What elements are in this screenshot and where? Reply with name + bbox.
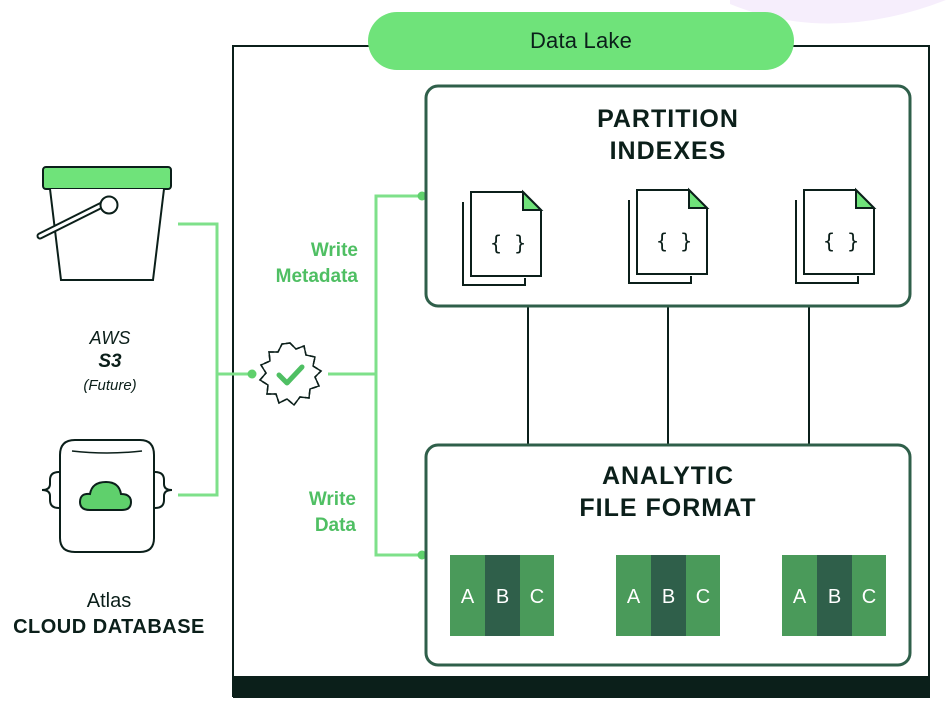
connector-lines <box>178 194 422 557</box>
source-bracket-line <box>178 222 219 497</box>
decorative-arc <box>730 0 946 24</box>
write-metadata-line2: Metadata <box>275 266 358 287</box>
write-data-line2: Data <box>314 515 356 536</box>
card-links <box>527 305 810 446</box>
data-lake-label: Data Lake <box>529 28 633 53</box>
atlas-line1: Atlas <box>86 590 132 612</box>
partition-indexes-title-line2: INDEXES <box>609 137 727 165</box>
connector-dot <box>247 369 257 379</box>
analytic-file-format-title-line2: FILE FORMAT <box>579 494 757 522</box>
atlas-label: Atlas CLOUD DATABASE <box>0 588 218 640</box>
file-block: A B C <box>616 555 720 636</box>
json-document-icon: { } <box>795 187 877 284</box>
analytic-file-format-title-line1: ANALYTIC <box>601 462 735 490</box>
file-block: A B C <box>450 555 554 636</box>
data-lake-pill: Data Lake <box>368 12 794 70</box>
column-label: B <box>662 586 675 608</box>
write-metadata-label: Write Metadata <box>230 238 358 290</box>
analytic-file-format-title: ANALYTIC FILE FORMAT <box>426 460 910 524</box>
json-document-icon: { } <box>462 189 544 286</box>
atlas-line2: CLOUD DATABASE <box>13 616 205 638</box>
cloud-database-icon <box>41 439 173 553</box>
write-data-line1: Write <box>308 489 356 510</box>
aws-s3-line2: S3 <box>98 351 122 372</box>
file-block: A B C <box>782 555 886 636</box>
partition-indexes-title-line1: PARTITION <box>597 105 739 133</box>
write-metadata-line1: Write <box>310 240 358 261</box>
column-label: A <box>793 586 807 608</box>
write-data-label: Write Data <box>260 487 356 539</box>
column-label: C <box>696 586 710 608</box>
check-badge-icon <box>258 342 323 407</box>
svg-text:{ }: { } <box>490 231 526 255</box>
svg-text:{ }: { } <box>823 229 859 253</box>
column-label: A <box>461 586 475 608</box>
json-document-icon: { } <box>628 187 710 284</box>
data-lake-base-bar <box>233 676 930 698</box>
aws-s3-line1: AWS <box>89 328 131 348</box>
aws-s3-label: AWS S3 (Future) <box>40 326 180 398</box>
bucket-icon <box>36 166 172 281</box>
aws-s3-line3: (Future) <box>83 377 137 394</box>
connector-dot <box>417 191 427 201</box>
column-label: B <box>496 586 509 608</box>
svg-text:{ }: { } <box>656 229 692 253</box>
column-label: C <box>862 586 876 608</box>
branch-line <box>374 194 422 557</box>
connector-dot <box>417 550 427 560</box>
partition-indexes-title: PARTITION INDEXES <box>426 103 910 167</box>
column-label: B <box>828 586 841 608</box>
column-label: C <box>530 586 544 608</box>
column-label: A <box>627 586 641 608</box>
